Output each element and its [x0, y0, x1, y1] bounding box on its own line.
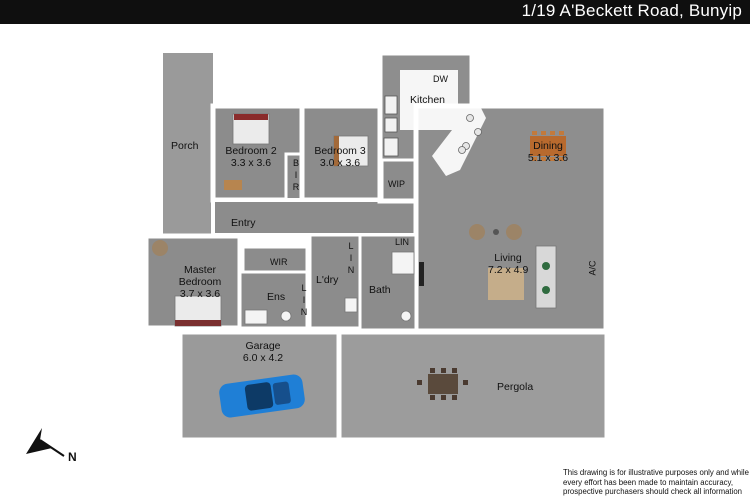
lin-letter: N: [300, 307, 308, 317]
bath-label: Bath: [369, 284, 391, 296]
disclaimer-line: prospective purchasers should check all …: [563, 487, 742, 496]
laundry-sink: [344, 297, 358, 313]
disclaimer-line: This drawing is for illustrative purpose…: [563, 468, 749, 477]
master-armchair: [152, 240, 168, 256]
linen-ensuite-label: L I N: [299, 282, 309, 318]
disclaimer-text: This drawing is for illustrative purpose…: [563, 468, 749, 497]
header-bar: 1/19 A'Beckett Road, Bunyip: [0, 0, 750, 24]
linen-laundry-label: L I N: [346, 240, 356, 276]
cushion-a: [542, 262, 550, 270]
living-dims: 7.2 x 4.9: [488, 264, 529, 276]
bir-letter: I: [294, 170, 298, 180]
property-address: 1/19 A'Beckett Road, Bunyip: [521, 1, 742, 20]
entry-label: Entry: [231, 217, 256, 229]
wip-label: WIP: [388, 179, 405, 189]
pergola-chairs: [417, 368, 468, 400]
ensuite-vanity: [244, 309, 268, 325]
rug: [488, 268, 524, 300]
bedroom-2-dims: 3.3 x 3.6: [230, 157, 272, 169]
bir-letter: R: [292, 182, 300, 192]
bed-bedroom-3: [333, 135, 369, 167]
wip-floor: [380, 158, 418, 202]
master-name-line1: Master: [183, 264, 217, 276]
bar-stools: [458, 114, 482, 154]
garage-label: Garage 6.0 x 4.2: [240, 340, 286, 364]
bed-3-pillow: [334, 136, 339, 166]
pergola-label: Pergola: [497, 381, 534, 393]
bath-tub: [391, 251, 415, 275]
bedroom-3-name: Bedroom 3: [314, 145, 366, 157]
sofa: [535, 245, 557, 309]
disclaimer-line: every effort has been made to maintain a…: [563, 477, 734, 487]
car: [219, 374, 305, 418]
master-dims: 3.7 x 3.6: [179, 288, 221, 300]
wir-label: WIR: [270, 257, 288, 267]
master-name-line2: Bedroom: [178, 276, 222, 288]
lin-letter: L: [301, 283, 307, 293]
living-name: Living: [494, 252, 522, 264]
bedroom-3-dims: 3.0 x 3.6: [319, 157, 361, 169]
fridge: [383, 137, 399, 157]
ensuite-toilet: [280, 310, 292, 322]
laundry-label: L'dry: [316, 274, 339, 286]
dining-dims: 5.1 x 3.6: [527, 152, 569, 164]
ensuite-label: Ens: [267, 291, 286, 303]
kitchen-label: Kitchen: [410, 94, 446, 106]
garage-name: Garage: [245, 340, 281, 352]
porch-label: Porch: [171, 140, 199, 152]
linen-bath-label: LIN: [395, 237, 410, 247]
bath-toilet: [400, 310, 412, 322]
garage-dims: 6.0 x 4.2: [242, 352, 284, 364]
lin-letter: L: [348, 241, 354, 251]
bed-master-pillow: [175, 320, 221, 326]
bir-label: B I R: [291, 157, 301, 193]
dining-table: [530, 136, 566, 156]
entry-hall-floor: [211, 198, 422, 237]
north-arrow-icon: [26, 428, 65, 457]
porch-area: [163, 53, 213, 236]
master-bedroom-label: Master Bedroom 3.7 x 3.6: [170, 264, 230, 300]
compass-label: N: [68, 450, 77, 464]
living-label: Living 7.2 x 4.9: [488, 252, 528, 276]
lin-letter: I: [349, 253, 353, 263]
side-table: [493, 229, 499, 235]
dining-label: Dining 5.1 x 3.6: [527, 140, 569, 164]
dining-chairs: [532, 131, 564, 161]
dw-label: DW: [433, 74, 448, 84]
stove: [384, 95, 398, 115]
pergola-floor: [338, 331, 608, 441]
lin-letter: I: [302, 295, 306, 305]
bed-2-pillow: [234, 114, 268, 120]
tv-unit: [419, 262, 424, 286]
bedroom-2-name: Bedroom 2: [225, 145, 277, 157]
dining-name: Dining: [533, 140, 563, 152]
armchair-b: [506, 224, 522, 240]
bedroom-2-label: Bedroom 2 3.3 x 3.6: [224, 145, 278, 169]
bir-letter: B: [292, 158, 299, 168]
pergola-table: [428, 374, 458, 394]
range-hood: [384, 117, 398, 133]
armchair-a: [469, 224, 485, 240]
desk-bedroom-2: [224, 180, 242, 190]
compass: N: [26, 428, 86, 473]
ac-label: A/C: [587, 260, 598, 276]
lin-letter: N: [347, 265, 355, 275]
bedroom-3-label: Bedroom 3 3.0 x 3.6: [313, 145, 367, 169]
cushion-b: [542, 286, 550, 294]
